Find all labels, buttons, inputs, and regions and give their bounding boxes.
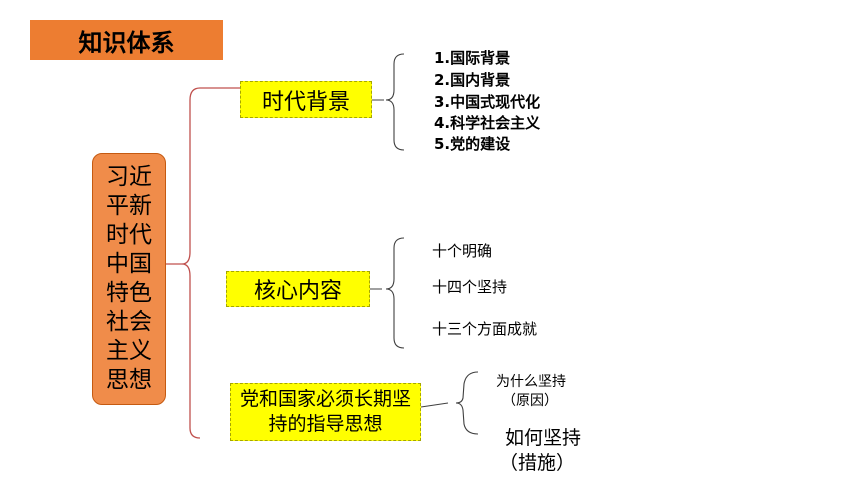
branch-node-background: 时代背景 bbox=[240, 81, 372, 118]
leaf-item: （原因） bbox=[502, 393, 558, 409]
leaf-item: 为什么坚持 bbox=[496, 374, 566, 390]
leaf-item: 如何坚持 bbox=[505, 427, 582, 449]
root-bracket bbox=[166, 87, 201, 439]
leaf-item: 5.党的建设 bbox=[434, 135, 511, 153]
branch-node-label: 核心内容 bbox=[253, 279, 342, 304]
leaf-item: 2.国内背景 bbox=[434, 71, 511, 89]
leaf-item: 十个明确 bbox=[432, 242, 493, 260]
branch-node-label: 时代背景 bbox=[261, 89, 350, 115]
branch-2-bracket bbox=[370, 237, 405, 349]
leaf-item: 1.国际背景 bbox=[434, 49, 511, 67]
branch-node-guiding-thought: 党和国家必须长期坚持的指导思想 bbox=[230, 383, 421, 441]
leaf-item: 十四个坚持 bbox=[432, 278, 508, 296]
leaf-item: （措施） bbox=[499, 452, 576, 474]
branch-node-label: 党和国家必须长期坚持的指导思想 bbox=[239, 388, 411, 435]
leaf-item: 4.科学社会主义 bbox=[434, 114, 541, 132]
root-node: 习近平新时代中国特色社会主义思想 bbox=[92, 153, 166, 405]
root-node-label: 习近平新时代中国特色社会主义思想 bbox=[106, 164, 152, 393]
branch-node-core-content: 核心内容 bbox=[226, 271, 370, 307]
leaf-item: 3.中国式现代化 bbox=[434, 93, 541, 111]
leaf-item: 十三个方面成就 bbox=[432, 320, 538, 338]
page-title: 知识体系 bbox=[30, 20, 223, 60]
branch-3-bracket bbox=[420, 371, 479, 435]
branch-1-bracket bbox=[372, 53, 405, 151]
